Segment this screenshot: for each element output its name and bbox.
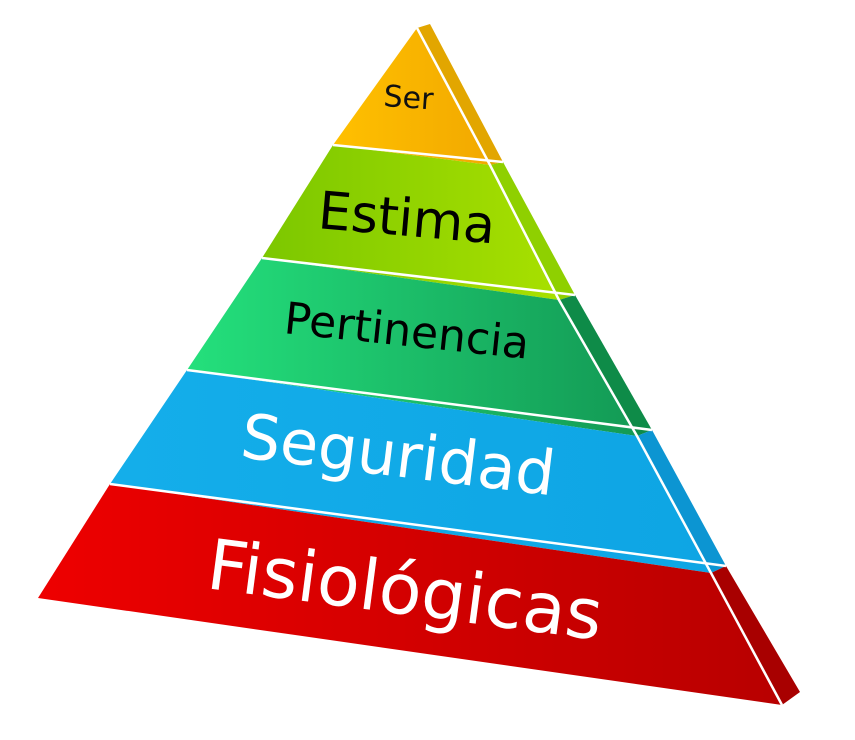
level-separators: [109, 27, 784, 706]
side-seguridad: [637, 430, 726, 573]
level-ser-face: [333, 28, 490, 165]
separator-line: [186, 368, 653, 432]
front-edge-line: [415, 27, 784, 706]
level-label-ser: Ser: [382, 79, 435, 117]
side-ser: [417, 24, 503, 165]
level-seguridad-face: [110, 370, 711, 573]
pyramid-side-faces: [417, 24, 800, 705]
side-estima: [490, 162, 575, 300]
level-estima-face: [262, 145, 559, 300]
pyramid-front-faces: [38, 28, 782, 705]
separator-line: [261, 256, 576, 297]
side-fisiologicas: [711, 566, 800, 705]
separator-line: [332, 143, 504, 164]
level-fisiologicas-face: [38, 484, 782, 705]
level-pertinencia-face: [187, 258, 637, 436]
side-pertinencia: [559, 295, 652, 436]
separator-line: [109, 482, 727, 568]
